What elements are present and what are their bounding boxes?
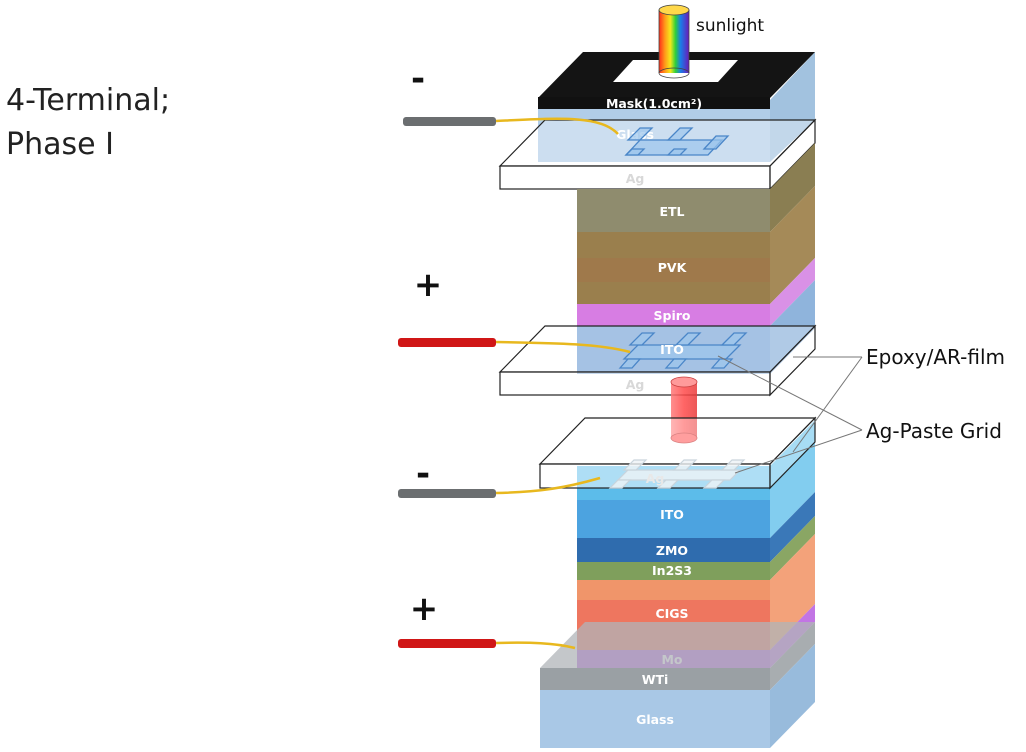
- callout-ag-paste-grid: Ag-Paste Grid: [866, 419, 1002, 443]
- negative-lead-3: [398, 489, 496, 498]
- layer-label-spiro: Spiro: [654, 308, 691, 323]
- positive-lead-2: [398, 338, 496, 347]
- callout-epoxy-ar-film: Epoxy/AR-film: [866, 345, 1005, 369]
- in2s3-side: [770, 516, 815, 580]
- wire-3: [495, 476, 601, 495]
- zmo-side: [770, 492, 815, 562]
- polarity-sign-4: +: [410, 589, 439, 629]
- layer-label-bottom-ito: ITO: [660, 507, 684, 522]
- terminal-4: +: [398, 589, 576, 650]
- callout-leader-lines: [717, 355, 863, 474]
- title-line-2: Phase I: [6, 127, 114, 162]
- cigs-side: [770, 534, 815, 650]
- bottom-ag-plate-top: [538, 417, 817, 465]
- positive-lead-4: [398, 639, 496, 648]
- layer-label-substrate-glass: Glass: [636, 712, 674, 727]
- mask-label: Mask(1.0cm²): [606, 96, 702, 111]
- spiro-side: [770, 258, 815, 326]
- in2s3-front: [577, 562, 770, 580]
- wti-top: [540, 622, 815, 668]
- substrate-glass-side: [770, 644, 815, 748]
- top-ito-side: [770, 280, 815, 374]
- sunlight-label: sunlight: [696, 16, 764, 36]
- terminal-2: +: [398, 265, 631, 354]
- title-line-1: 4-Terminal;: [6, 83, 170, 118]
- bottom-ag-paste-grid: [608, 459, 746, 489]
- layer-label-in2s3: In2S3: [652, 563, 692, 578]
- spiro-front: [577, 304, 770, 326]
- bottom-ito-band: [577, 500, 770, 538]
- wti-front: [540, 668, 770, 690]
- wti-side: [770, 622, 815, 690]
- wire-2: [495, 340, 631, 354]
- layer-label-mid-ag: Ag: [626, 377, 645, 392]
- mid-ag-plate-side: [769, 324, 816, 397]
- pvk-band: [577, 258, 770, 282]
- pvk-side: [770, 186, 815, 304]
- bottom-ag-plate-side: [769, 416, 816, 490]
- layer-label-wti: WTi: [642, 672, 669, 687]
- terminal-1: -: [403, 59, 619, 135]
- wire-4: [495, 641, 576, 650]
- top-cell-stack: Mask(1.0cm²) Glass Ag ETL PVK Spiro: [498, 52, 817, 397]
- layer-label-top-ag: Ag: [626, 171, 645, 186]
- etl-front: [577, 189, 770, 232]
- polarity-sign-3: -: [416, 454, 430, 494]
- terminal-3: -: [398, 454, 601, 498]
- mask-front-edge: [538, 97, 770, 109]
- mid-ag-paste-grid: [618, 332, 748, 369]
- wire-1: [495, 117, 619, 135]
- layer-label-etl: ETL: [659, 204, 684, 219]
- negative-lead-1: [403, 117, 496, 126]
- layer-label-cigs: CIGS: [655, 606, 688, 621]
- polarity-sign-1: -: [411, 59, 425, 99]
- top-ag-paste-grid: [624, 127, 730, 156]
- layer-label-bottom-ag: Ag: [646, 471, 665, 486]
- red-light-cylinder-icon: [670, 376, 698, 444]
- substrate-glass-front: [540, 690, 770, 748]
- bottom-cell-stack: Ag ITO ZMO In2S3 CIGS Mo WTi Glass: [538, 416, 817, 748]
- layer-label-zmo: ZMO: [656, 543, 688, 558]
- layer-label-top-ito: ITO: [660, 342, 684, 357]
- zmo-front: [577, 538, 770, 562]
- sunlight-beam-icon: [658, 4, 690, 79]
- layer-label-pvk: PVK: [658, 260, 688, 275]
- top-glass-side: [770, 52, 815, 162]
- etl-side: [770, 143, 815, 232]
- polarity-sign-2: +: [414, 265, 443, 305]
